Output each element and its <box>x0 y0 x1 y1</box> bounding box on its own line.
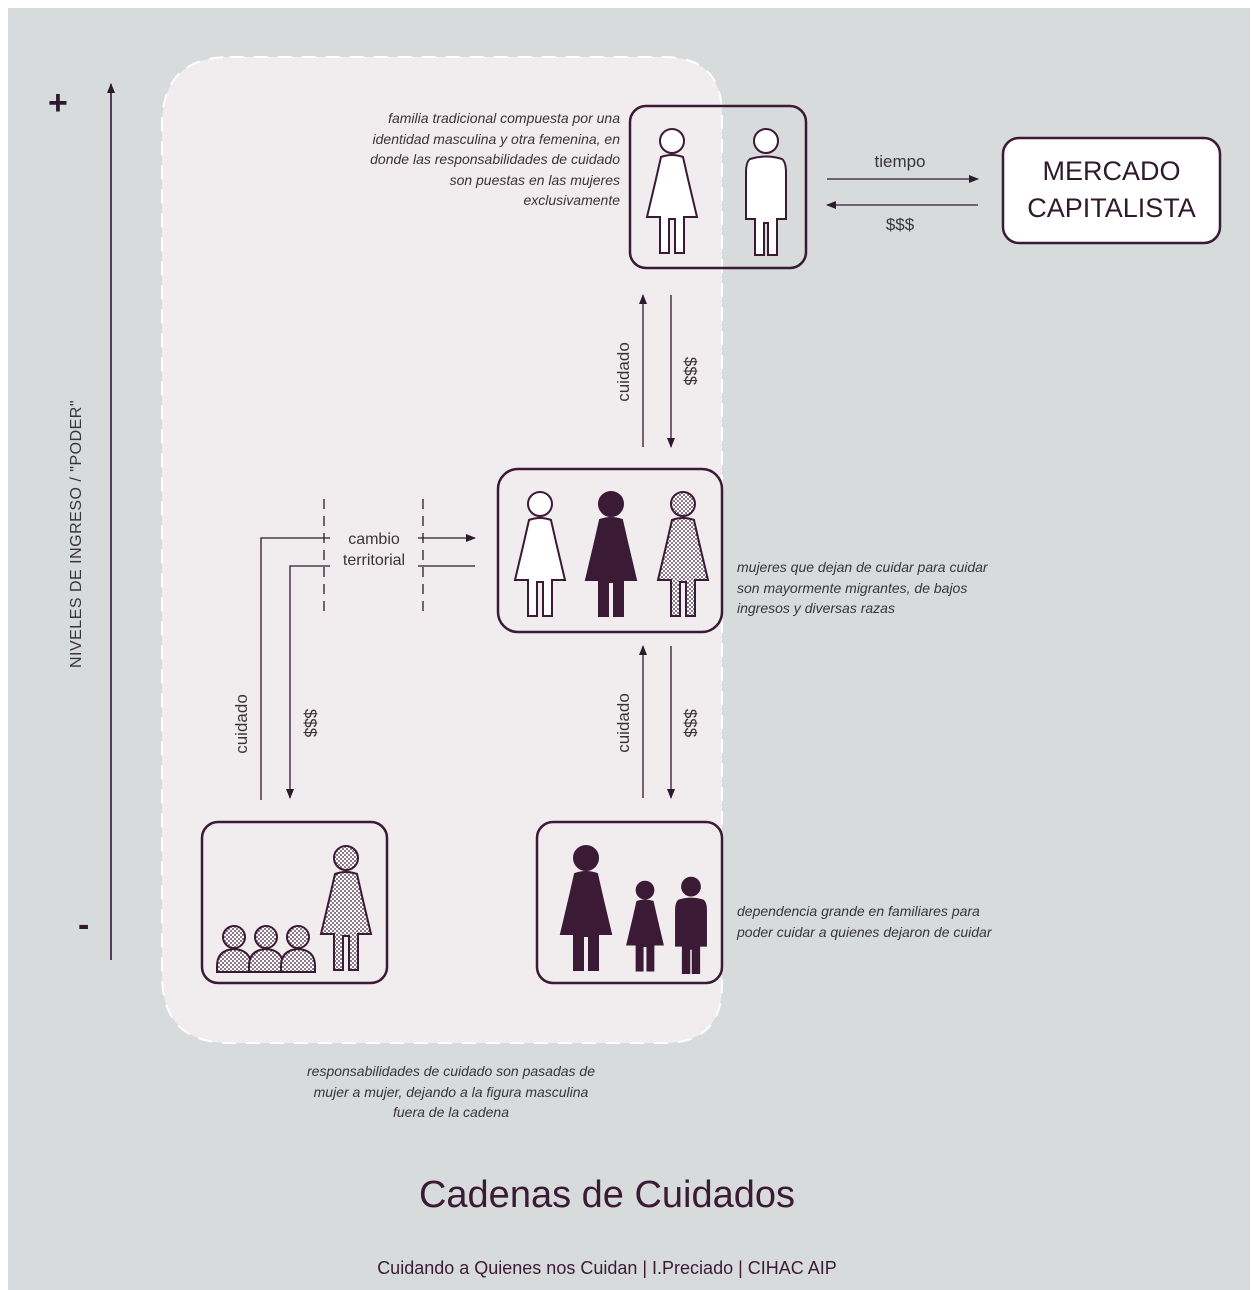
money-label-top: $$$ <box>681 356 700 386</box>
axis-minus-label: - <box>78 906 90 944</box>
note-chain: responsabilidades de cuidado son pasadas… <box>307 1063 595 1120</box>
footer-credit: Cuidando a Quienes nos Cuidan | I.Precia… <box>377 1258 837 1278</box>
origin-family-box <box>200 820 389 985</box>
money-label-territorial: $$$ <box>301 708 320 738</box>
care-label-territorial: cuidado <box>232 694 251 754</box>
family-dependency-box <box>535 820 724 985</box>
market-line-1: MERCADO <box>1042 156 1181 186</box>
note-family-dependency: dependencia grande en familiares para po… <box>737 903 992 940</box>
money-label-market: $$$ <box>885 215 915 234</box>
time-label: tiempo <box>874 152 926 171</box>
page-title: Cadenas de Cuidados <box>418 1174 796 1216</box>
chain-area <box>161 56 723 1044</box>
note-migrant-women: mujeres que dejan de cuidar para cuidar … <box>737 559 988 616</box>
note-traditional-family: familia tradicional compuesta por una id… <box>370 110 620 208</box>
traditional-family-box <box>628 104 808 270</box>
territory-label: cambio territorial <box>320 529 428 571</box>
money-label-middle: $$$ <box>681 708 700 738</box>
axis-plus-label: + <box>48 84 68 122</box>
migrant-women-box <box>496 467 724 634</box>
market-box <box>1001 136 1222 245</box>
territory-line-1: cambio <box>348 531 400 548</box>
market-title: MERCADO CAPITALISTA <box>1003 153 1220 227</box>
territory-label-bg <box>330 524 418 572</box>
market-line-2: CAPITALISTA <box>1027 193 1196 223</box>
care-label-middle: cuidado <box>614 693 633 753</box>
axis-label: NIVELES DE INGRESO / "PODER" <box>68 399 85 669</box>
man-white-icon <box>745 128 787 256</box>
territory-line-2: territorial <box>342 552 406 569</box>
care-label-top: cuidado <box>614 342 633 402</box>
